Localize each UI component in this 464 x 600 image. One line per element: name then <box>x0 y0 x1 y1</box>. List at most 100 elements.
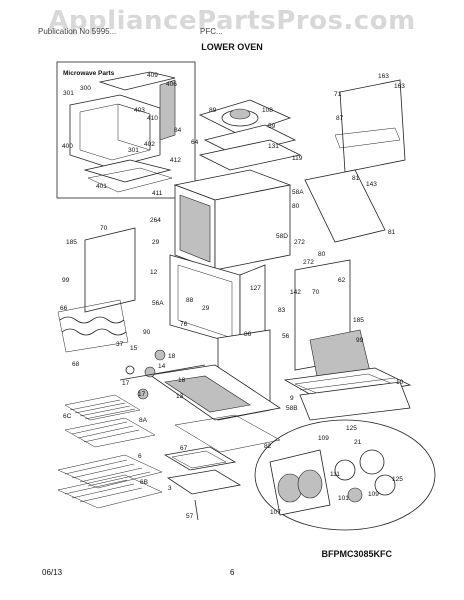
part-label-14: 14 <box>158 363 166 370</box>
part-label-83: 83 <box>278 307 286 314</box>
part-label-409: 409 <box>147 72 158 79</box>
part-label-411: 411 <box>152 190 163 197</box>
controls <box>119 349 206 400</box>
part-label-58B: 58B <box>286 405 298 412</box>
part-label-127: 127 <box>250 285 261 292</box>
part-label-64: 64 <box>191 139 199 146</box>
part-label-142: 142 <box>290 289 301 296</box>
part-label-90: 90 <box>143 329 151 336</box>
oven-door-frame <box>148 329 282 453</box>
header-right: PFC... <box>200 27 223 36</box>
part-label-56A: 56A <box>152 300 164 307</box>
part-label-12: 12 <box>150 269 158 276</box>
part-label-99: 99 <box>356 337 364 344</box>
part-label-401: 401 <box>96 183 107 190</box>
part-label-406: 406 <box>166 81 177 88</box>
reference-code: BFPMC3085KFC <box>321 549 392 559</box>
part-label-403: 403 <box>134 107 145 114</box>
part-label-80: 80 <box>292 203 300 210</box>
part-label-9: 9 <box>290 395 294 402</box>
footer-date: 06/13 <box>42 568 63 577</box>
part-label-143: 143 <box>366 181 377 188</box>
part-label-111: 111 <box>330 471 340 478</box>
part-label-17: 17 <box>138 391 146 398</box>
part-label-18: 18 <box>178 377 186 384</box>
part-label-84: 84 <box>174 127 182 134</box>
part-label-70: 70 <box>100 225 108 232</box>
part-label-56: 56 <box>282 333 290 340</box>
part-label-400: 400 <box>62 143 73 150</box>
part-label-185: 185 <box>66 239 77 246</box>
oven-cavity <box>169 169 292 346</box>
part-label-86: 86 <box>244 331 252 338</box>
part-label-108: 108 <box>262 107 273 114</box>
part-label-80: 80 <box>318 251 326 258</box>
part-label-17: 17 <box>122 380 130 387</box>
part-label-10: 10 <box>396 379 404 386</box>
part-label-59: 59 <box>268 123 276 130</box>
part-label-68: 68 <box>72 361 80 368</box>
part-label-125: 125 <box>392 476 403 483</box>
part-label-58D: 58D <box>276 233 288 240</box>
part-label-185: 185 <box>353 317 364 324</box>
part-label-163: 163 <box>378 73 389 80</box>
part-label-6C: 6C <box>63 413 72 420</box>
part-label-89: 89 <box>209 107 217 114</box>
part-label-99: 99 <box>62 277 70 284</box>
part-label-412: 412 <box>170 157 181 164</box>
microwave-inset-box <box>56 61 196 199</box>
part-label-88: 88 <box>186 297 194 304</box>
part-label-66: 66 <box>60 305 68 312</box>
header-left: Publication No 5995... <box>38 27 117 36</box>
left-panels <box>57 227 136 353</box>
part-label-272: 272 <box>294 239 305 246</box>
part-label-6B: 6B <box>140 479 148 486</box>
part-label-15: 15 <box>130 345 138 352</box>
part-label-37: 37 <box>116 341 124 348</box>
part-label-109: 109 <box>368 491 379 498</box>
part-label-264: 264 <box>150 217 161 224</box>
part-label-300: 300 <box>80 85 91 92</box>
part-label-18: 18 <box>168 353 176 360</box>
inset-title-line1: Microwave Parts <box>63 70 115 77</box>
part-label-87: 87 <box>336 115 344 122</box>
convection-inset <box>254 419 436 531</box>
right-panels <box>294 79 406 393</box>
part-label-71: 71 <box>334 91 342 98</box>
part-label-410: 410 <box>147 115 158 122</box>
microwave-assembly <box>69 71 176 193</box>
part-label-62: 62 <box>338 277 346 284</box>
part-label-82: 82 <box>264 443 272 450</box>
part-label-3: 3 <box>168 485 172 492</box>
part-label-163: 163 <box>394 83 405 90</box>
diagram-title: LOWER OVEN <box>201 42 263 52</box>
part-label-13: 13 <box>176 393 184 400</box>
part-label-70: 70 <box>312 289 320 296</box>
part-label-107: 107 <box>270 509 281 516</box>
watermark: AppliancePartsPros.com <box>48 6 416 36</box>
part-label-6: 6 <box>138 453 142 460</box>
bake-element <box>163 446 242 521</box>
oven-racks <box>57 394 163 509</box>
part-label-67: 67 <box>180 445 188 452</box>
part-label-119: 119 <box>292 155 303 162</box>
part-label-29: 29 <box>202 305 210 312</box>
part-label-131: 131 <box>268 143 279 150</box>
part-label-29: 29 <box>152 239 160 246</box>
blower-assembly <box>198 99 302 171</box>
part-label-8A: 8A <box>139 417 148 424</box>
broil-pan <box>283 367 412 421</box>
part-labels: 409 406 300 301 403 410 402 301 412 400 … <box>60 72 405 520</box>
part-label-125: 125 <box>346 425 357 432</box>
part-label-301: 301 <box>128 147 139 154</box>
part-label-76: 76 <box>180 321 188 328</box>
part-label-109: 109 <box>318 435 329 442</box>
part-label-402: 402 <box>144 141 155 148</box>
part-label-301: 301 <box>63 90 74 97</box>
part-label-58A: 58A <box>292 189 304 196</box>
part-label-272: 272 <box>303 259 314 266</box>
part-label-101: 101 <box>338 495 349 502</box>
part-label-57: 57 <box>186 513 194 520</box>
footer-page: 6 <box>230 568 235 577</box>
